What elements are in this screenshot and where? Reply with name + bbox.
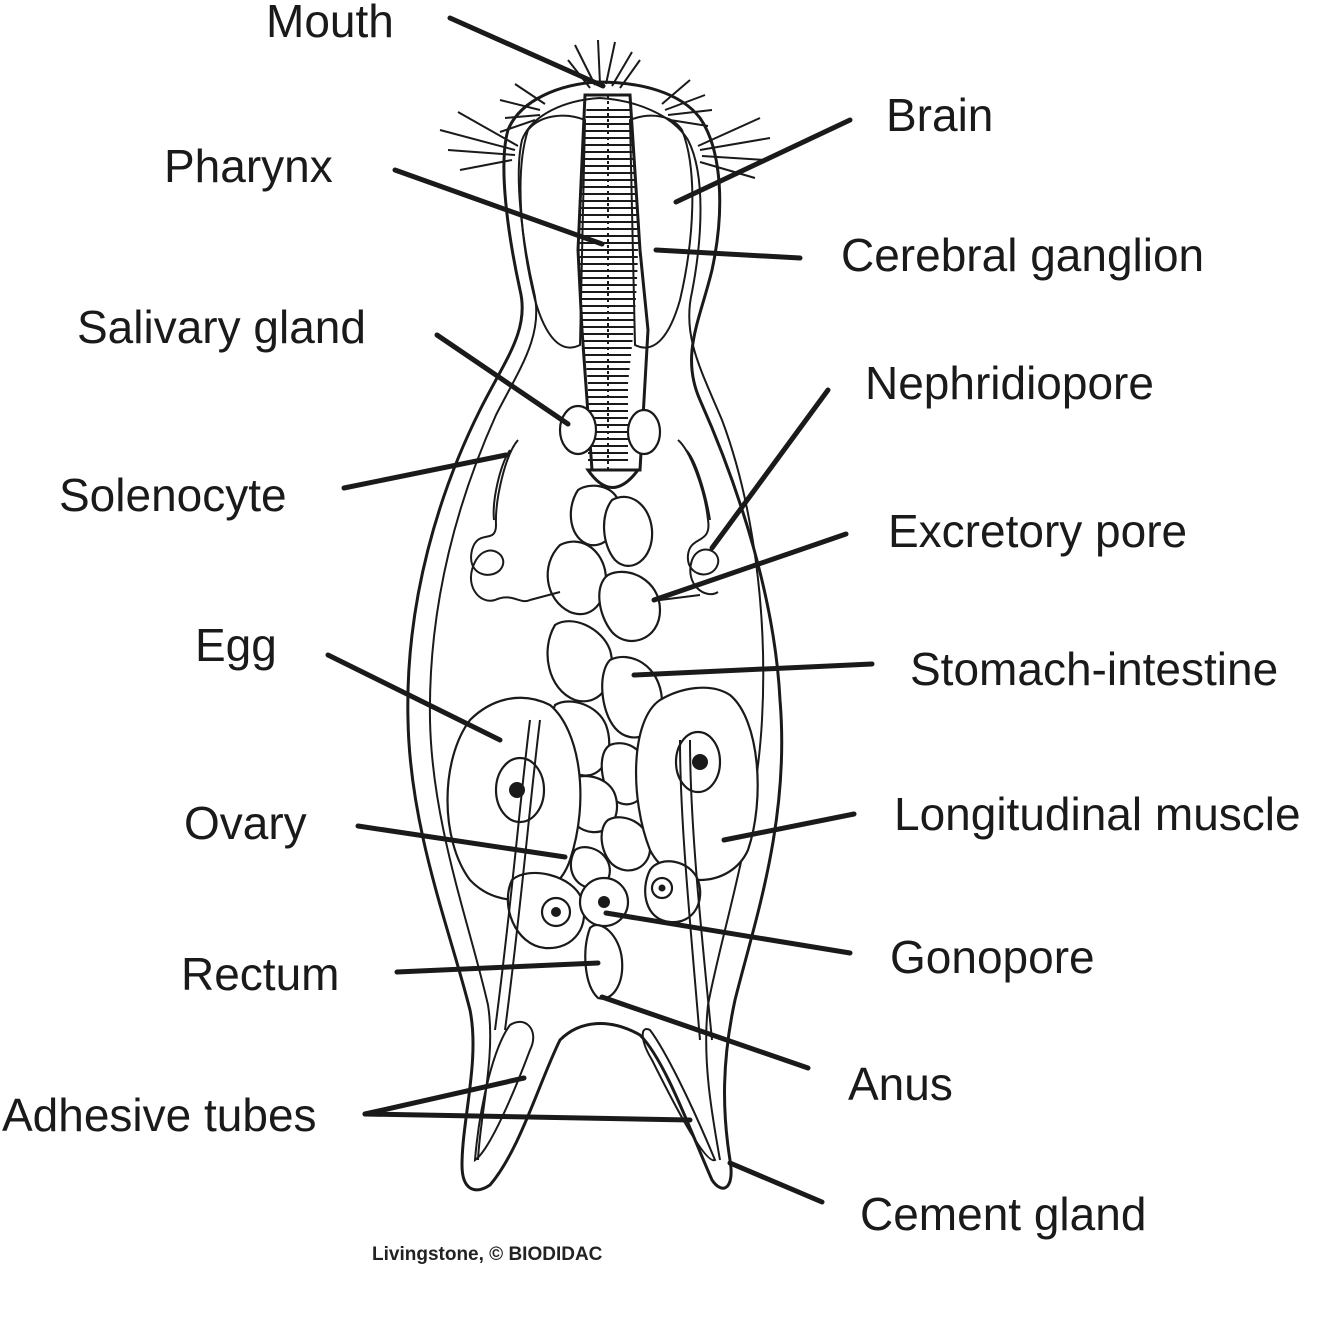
- leader-stomach-intestine: [631, 661, 875, 678]
- egg-right-nucleolus: [692, 754, 708, 770]
- leader-cerebral-ganglion: [653, 247, 803, 261]
- leader-mouth: [447, 15, 606, 89]
- leader-cement-gland: [727, 1160, 825, 1205]
- label-adhesive-tubes: Adhesive tubes: [2, 1089, 317, 1141]
- label-egg: Egg: [195, 619, 277, 671]
- salivary-gland-right: [626, 408, 662, 456]
- longitudinal-muscle-right: [679, 739, 713, 1041]
- cement-gland-left: [473, 1020, 535, 1162]
- body-outline: [406, 80, 784, 1192]
- label-excretory-pore: Excretory pore: [888, 505, 1188, 557]
- gastric-valve: [585, 468, 641, 489]
- salivary-gland-left: [558, 404, 598, 456]
- label-salivary-gland: Salivary gland: [77, 301, 366, 353]
- label-ovary: Ovary: [184, 797, 307, 849]
- label-cerebral-ganglion: Cerebral ganglion: [841, 229, 1205, 281]
- leader-adhesive-tubes-b: [362, 1111, 693, 1123]
- head-tissue: [519, 114, 587, 349]
- cement-gland-right: [641, 1028, 717, 1162]
- label-pharynx: Pharynx: [164, 140, 333, 192]
- credit-text: Livingstone, © BIODIDAC: [372, 1244, 603, 1265]
- pharynx-tube: [576, 93, 650, 472]
- label-brain: Brain: [886, 89, 994, 141]
- label-stomach-intestine: Stomach-intestine: [910, 643, 1279, 695]
- label-longitudinal-muscle: Longitudinal muscle: [894, 788, 1301, 840]
- leader-lines: [325, 15, 875, 1205]
- leader-nephridiopore: [709, 387, 831, 551]
- leader-salivary-gland: [434, 332, 571, 427]
- leader-adhesive-tubes-a: [362, 1075, 527, 1117]
- label-rectum: Rectum: [181, 948, 340, 1000]
- solenocyte-left: [470, 439, 561, 603]
- leader-pharynx: [392, 167, 605, 247]
- longitudinal-muscle-left: [494, 719, 541, 1031]
- label-mouth: Mouth: [266, 0, 394, 47]
- leader-egg: [325, 652, 503, 743]
- label-cement-gland: Cement gland: [860, 1188, 1147, 1240]
- leader-ovary: [355, 823, 568, 860]
- cilia: [439, 39, 771, 179]
- leader-brain: [673, 117, 853, 205]
- leader-gonopore: [603, 910, 853, 956]
- pharynx-striations: [578, 95, 638, 470]
- label-anus: Anus: [848, 1058, 953, 1110]
- cerebral-ganglion-tissue: [628, 114, 694, 349]
- label-gonopore: Gonopore: [890, 931, 1095, 983]
- leader-excretory-pore: [651, 531, 849, 603]
- solenocyte-right-inner: [685, 449, 711, 521]
- label-solenocyte: Solenocyte: [59, 469, 287, 521]
- leader-solenocyte: [341, 452, 509, 491]
- solenocyte-right: [659, 439, 720, 601]
- leader-longitudinal-muscle: [721, 811, 857, 843]
- leader-anus: [599, 994, 811, 1071]
- leader-rectum: [394, 960, 601, 975]
- label-nephridiopore: Nephridiopore: [865, 357, 1154, 409]
